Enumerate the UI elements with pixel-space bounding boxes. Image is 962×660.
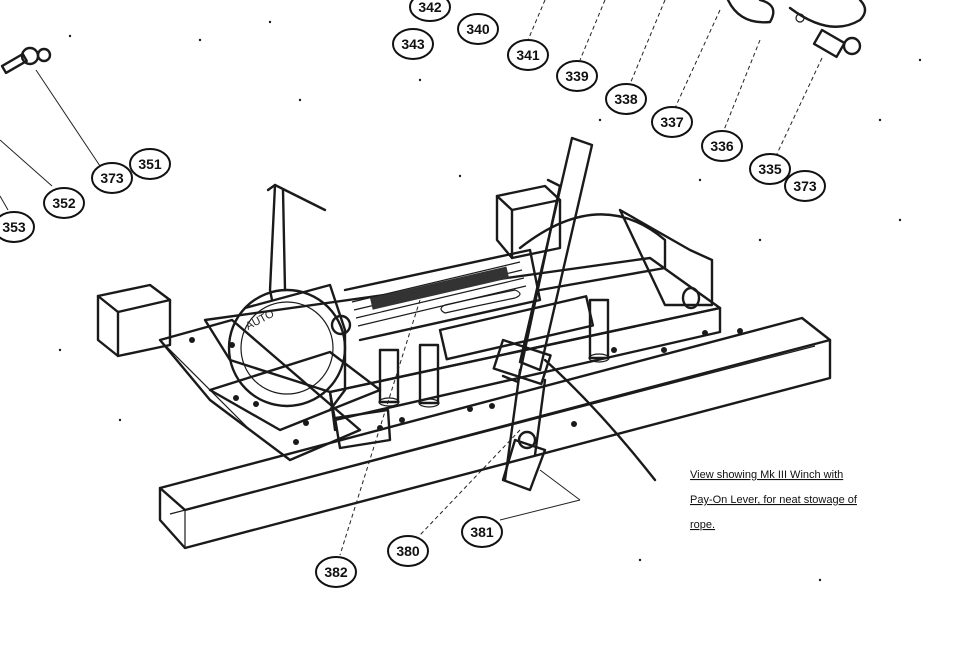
- print-speckles: [58, 20, 922, 582]
- pay-on-lever: [492, 136, 657, 492]
- svg-text:338: 338: [614, 91, 638, 107]
- svg-text:381: 381: [470, 524, 494, 540]
- callout-373-left: 373: [91, 162, 133, 194]
- callout-bubbles: 342 343 340 341 339 338 337 336: [0, 0, 826, 588]
- svg-text:341: 341: [516, 47, 540, 63]
- svg-text:342: 342: [418, 0, 442, 15]
- svg-text:353: 353: [2, 219, 26, 235]
- svg-text:382: 382: [324, 564, 348, 580]
- callout-351-top: 351: [129, 148, 171, 180]
- exploded-parts-upper-right: [726, 0, 867, 59]
- winch-drum: [343, 248, 542, 342]
- caption-line-2: Pay-On Lever, for neat stowage of: [690, 494, 858, 506]
- crank-handle: [266, 183, 327, 302]
- callout-338: 338: [605, 83, 647, 115]
- caption-line-3: rope.: [690, 519, 715, 531]
- callout-337: 337: [651, 106, 693, 138]
- callout-353: 353: [0, 211, 35, 243]
- bolt-assembly-upper-left: [0, 46, 52, 75]
- svg-text:351: 351: [138, 156, 162, 172]
- svg-text:340: 340: [466, 21, 490, 37]
- svg-text:373: 373: [100, 170, 124, 186]
- callout-339: 339: [556, 60, 598, 92]
- svg-text:343: 343: [401, 36, 425, 52]
- callout-341: 341: [507, 39, 549, 71]
- callout-380: 380: [387, 535, 429, 567]
- callout-352: 352: [43, 187, 85, 219]
- svg-text:336: 336: [710, 138, 734, 154]
- callout-342: 342: [409, 0, 451, 22]
- right-bearing-block: [495, 184, 714, 310]
- chassis-rail-rear: [96, 283, 172, 358]
- callout-336: 336: [701, 130, 743, 162]
- caption-line-1: View showing Mk III Winch with: [690, 469, 843, 481]
- svg-text:373: 373: [793, 178, 817, 194]
- svg-text:352: 352: [52, 195, 76, 211]
- svg-text:335: 335: [758, 161, 782, 177]
- svg-text:339: 339: [565, 68, 589, 84]
- svg-text:337: 337: [660, 114, 684, 130]
- callout-343: 343: [392, 28, 434, 60]
- callout-382: 382: [315, 556, 357, 588]
- svg-text:380: 380: [396, 543, 420, 559]
- frame-legs: [378, 295, 610, 408]
- leader-lines: [0, 0, 823, 556]
- callout-373-right: 373: [784, 170, 826, 202]
- callout-335: 335: [749, 153, 791, 185]
- bolt-holes: [189, 328, 743, 445]
- callout-381: 381: [461, 516, 503, 548]
- chassis-rail-front: [158, 316, 832, 550]
- diagram-caption: View showing Mk III Winch with Pay-On Le…: [690, 469, 858, 531]
- callout-340: 340: [457, 13, 499, 45]
